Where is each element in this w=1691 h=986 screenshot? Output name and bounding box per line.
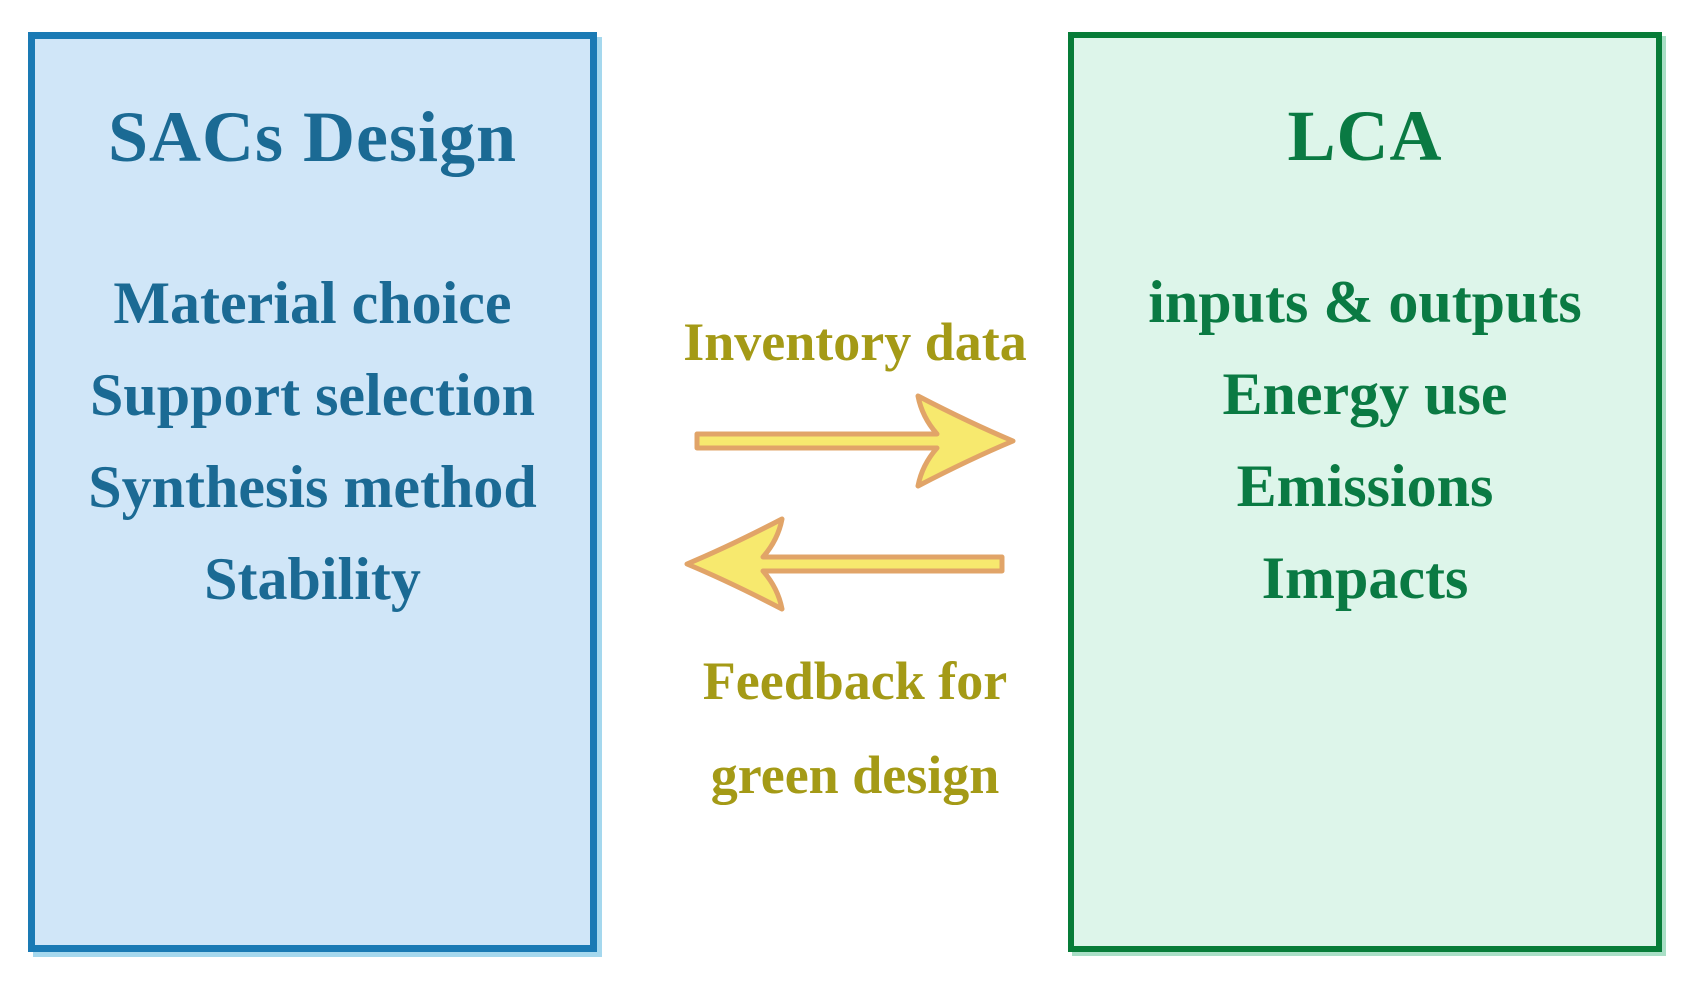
right-arrow-icon [694, 393, 1016, 489]
sacs-design-title: SACs Design [107, 97, 518, 177]
list-item: inputs & outputs [1148, 269, 1582, 335]
list-item: Stability [204, 546, 421, 612]
list-item: Support selection [89, 362, 536, 428]
lca-title: LCA [1287, 96, 1443, 176]
feedback-label-line1: Feedback for [702, 651, 1008, 711]
lca-box: LCA inputs & outputs Energy use Emission… [1068, 32, 1662, 952]
sacs-design-box: SACs Design Material choice Support sele… [28, 32, 597, 952]
left-arrow-icon [684, 516, 1005, 612]
feedback-label: Feedback for green design [630, 634, 1080, 822]
list-item: Synthesis method [88, 454, 537, 520]
lca-list: inputs & outputs Energy use Emissions Im… [1074, 256, 1656, 624]
sacs-design-list: Material choice Support selection Synthe… [35, 257, 590, 625]
feedback-label-line2: green design [710, 745, 1000, 805]
list-item: Emissions [1236, 453, 1494, 519]
list-item: Material choice [113, 270, 512, 336]
list-item: Impacts [1261, 545, 1469, 611]
list-item: Energy use [1222, 361, 1508, 427]
inventory-data-label: Inventory data [683, 312, 1027, 372]
